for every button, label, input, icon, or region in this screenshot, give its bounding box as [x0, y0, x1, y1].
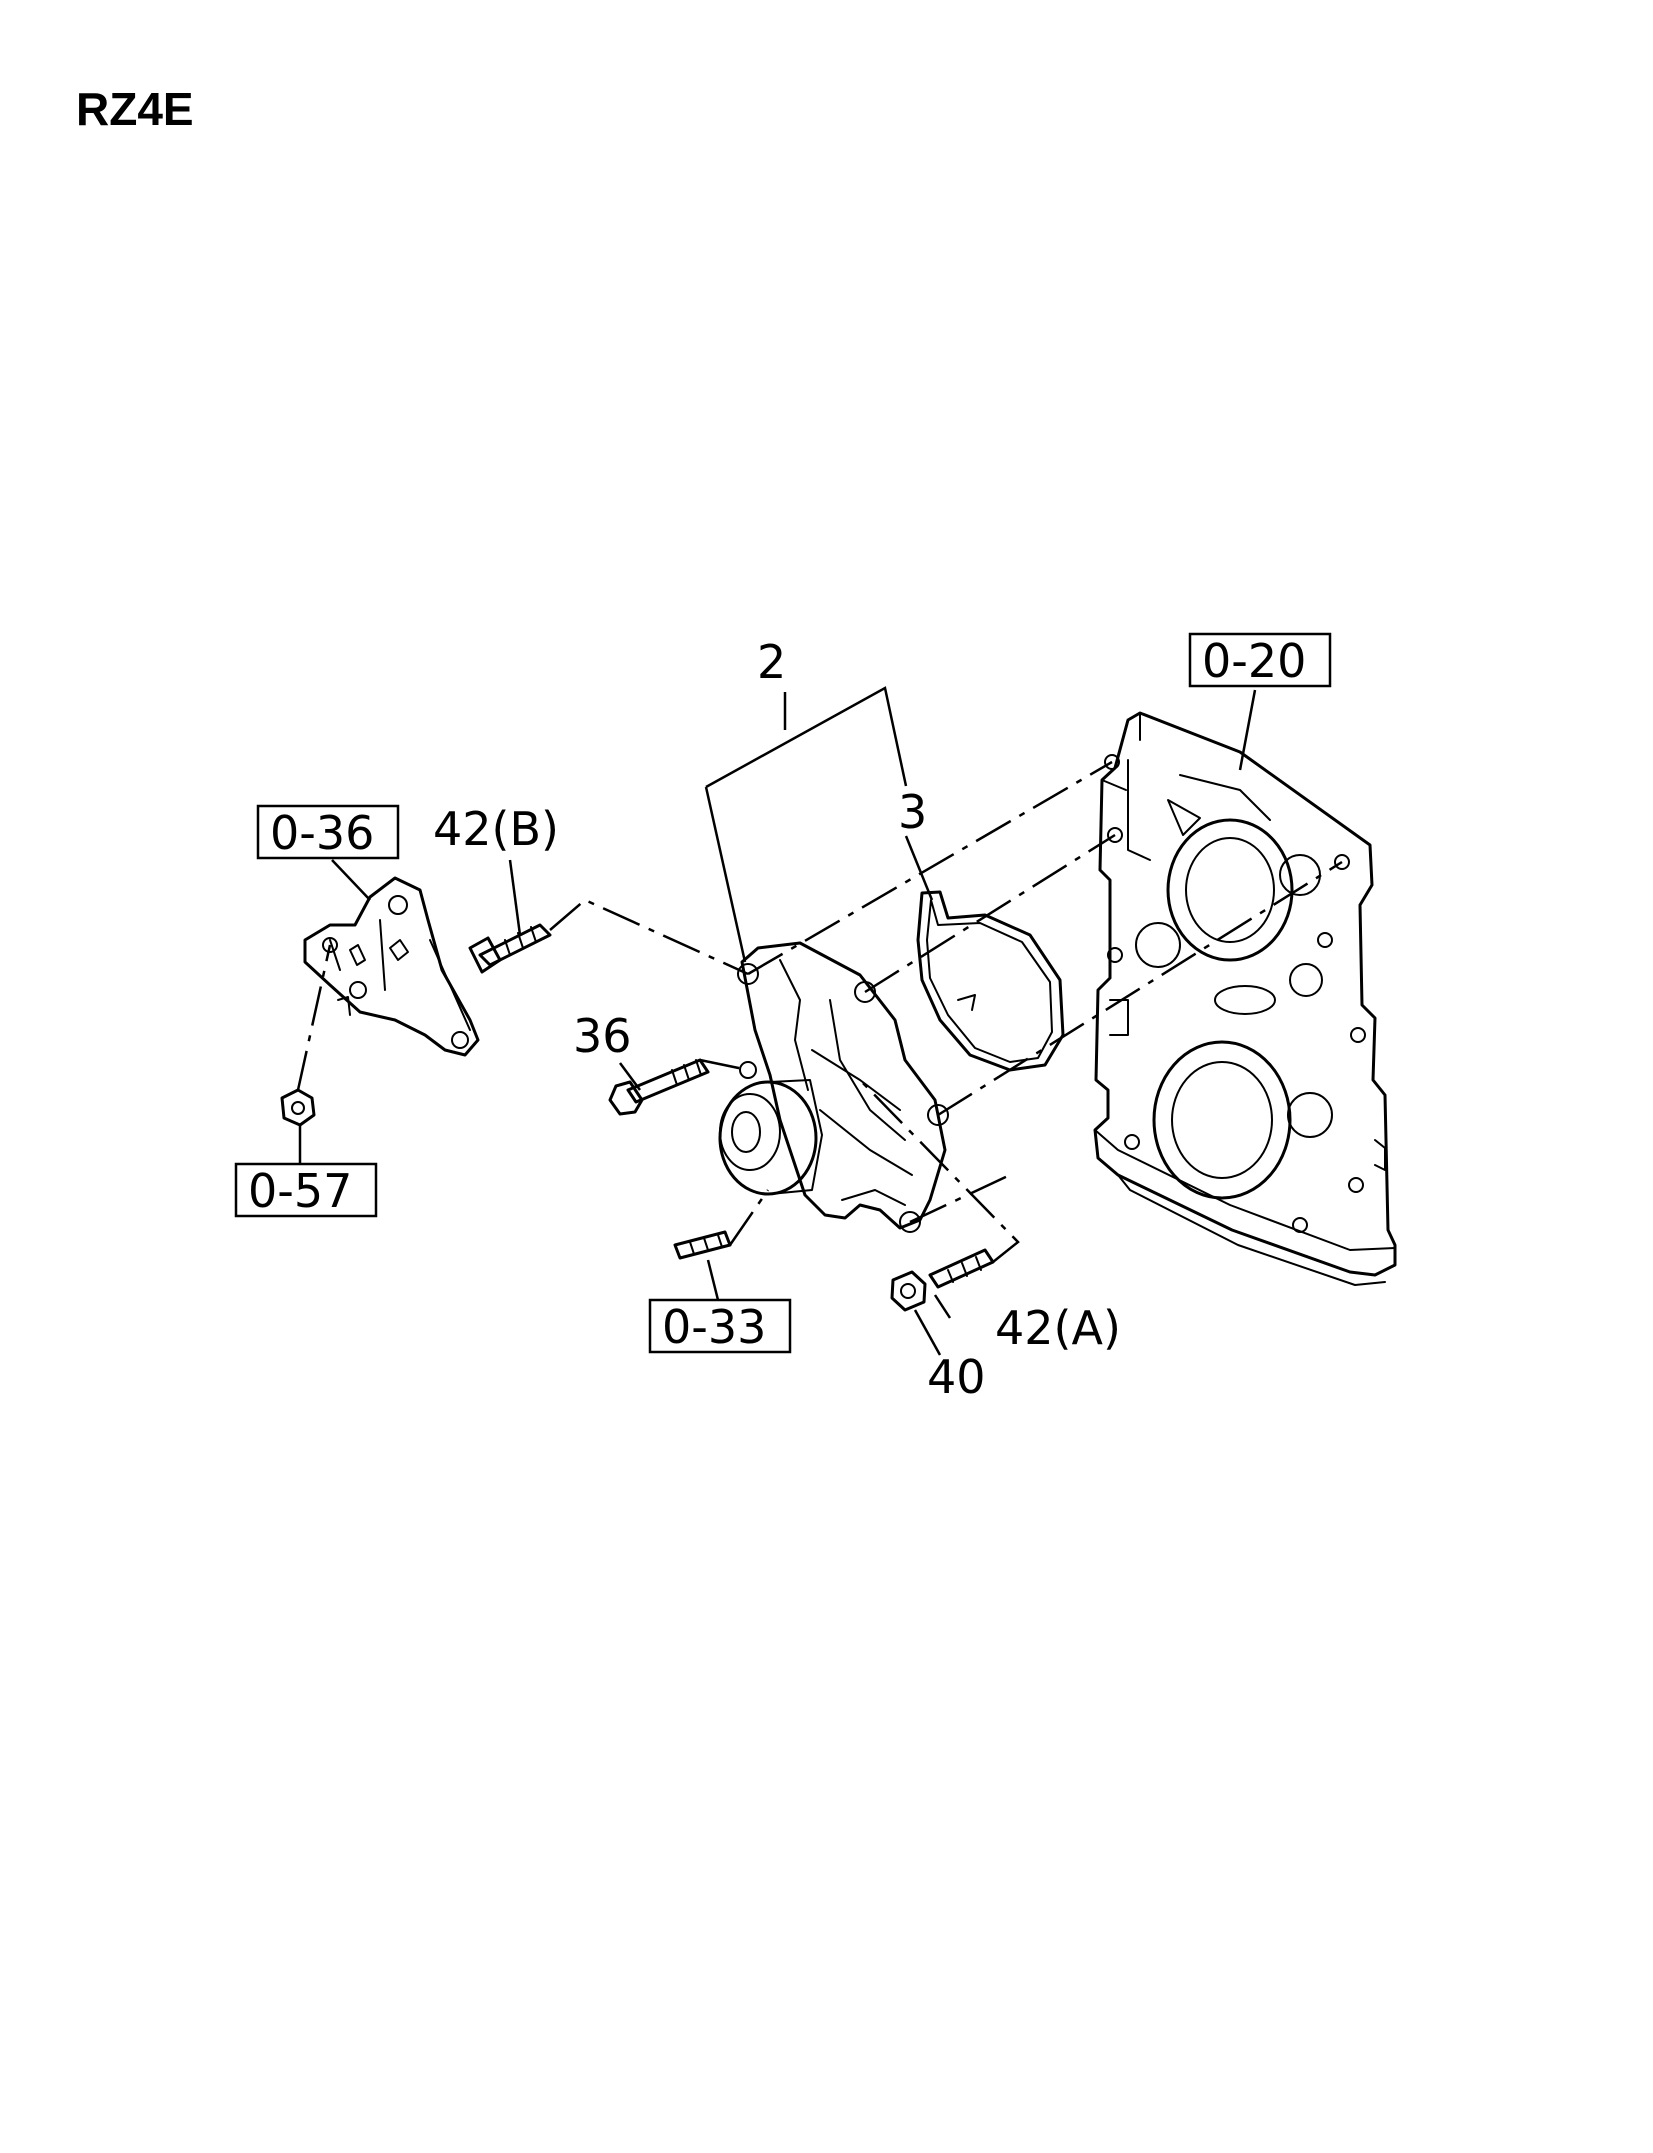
- bolt-36: [608, 1058, 710, 1116]
- label-part-36: 36: [573, 1009, 632, 1063]
- reference-label-0-57: 0-57: [248, 1164, 352, 1218]
- reference-label-0-20: 0-20: [1202, 634, 1306, 688]
- assembly-centerlines: [296, 760, 1343, 1263]
- reference-box-0-36: 0-36: [256, 804, 400, 860]
- reference-box-0-33: 0-33: [648, 1298, 792, 1354]
- label-part-42b: 42(B): [433, 802, 559, 856]
- reference-label-0-33: 0-33: [662, 1300, 766, 1354]
- water-pump: [718, 941, 949, 1233]
- water-pump-gasket: [916, 890, 1065, 1072]
- label-part-40: 40: [927, 1350, 986, 1404]
- stud-0-33: [673, 1230, 732, 1260]
- reference-box-0-20: 0-20: [1188, 632, 1332, 688]
- nut-40: [890, 1270, 927, 1312]
- label-part-3: 3: [898, 785, 927, 839]
- stud-42b: [468, 923, 552, 974]
- label-part-2: 2: [757, 635, 786, 689]
- leader-lines: [298, 686, 1257, 1356]
- timing-gear-case: [1093, 711, 1397, 1286]
- stud-42a: [928, 1248, 995, 1289]
- mounting-bracket: [303, 876, 480, 1057]
- reference-box-0-57: 0-57: [234, 1162, 378, 1218]
- reference-label-0-36: 0-36: [270, 806, 374, 860]
- page-code: RZ4E: [76, 83, 194, 135]
- nut-0-57: [280, 1088, 316, 1127]
- label-part-42a: 42(A): [995, 1301, 1121, 1355]
